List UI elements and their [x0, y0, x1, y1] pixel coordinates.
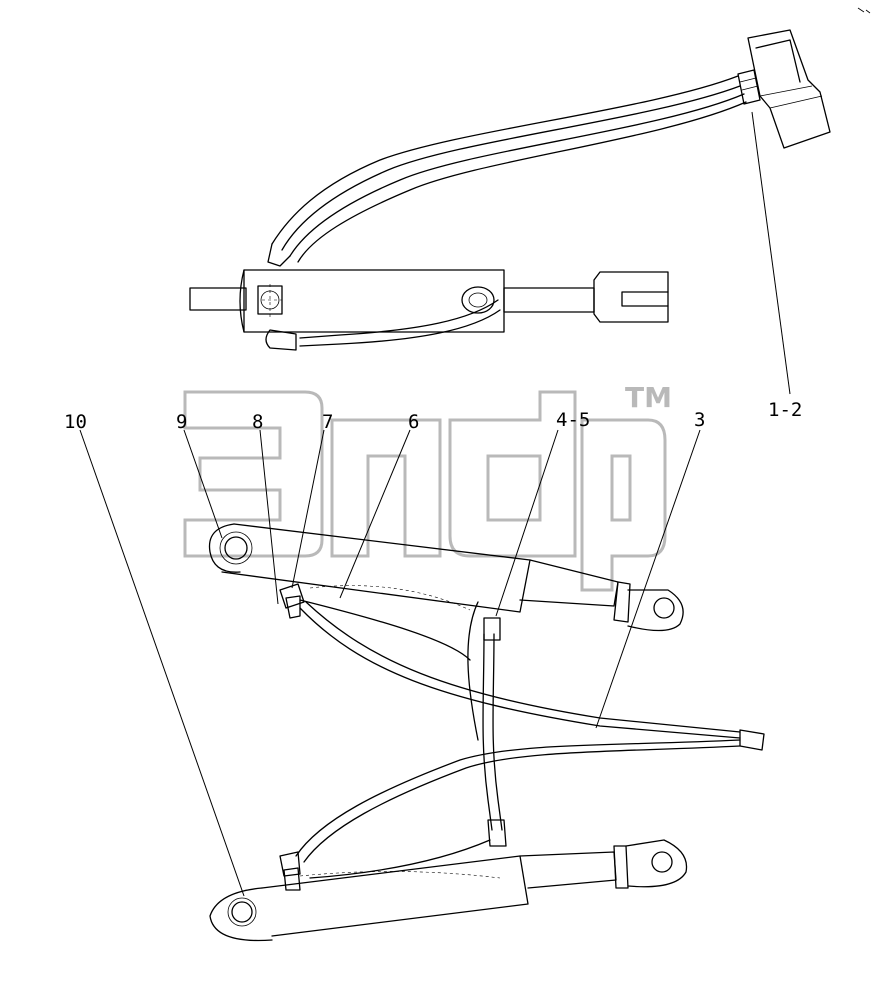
callout-7: 7 [322, 411, 333, 433]
valve-block [737, 29, 831, 149]
watermark-tm: TM [625, 381, 672, 414]
leader-3 [595, 429, 701, 729]
leader-lines [79, 111, 791, 897]
bottom-assembly [208, 523, 765, 942]
bottom-hoses [279, 583, 765, 891]
leader-9 [183, 429, 223, 539]
top-hoses [265, 75, 747, 351]
callout-1-2: 1-2 [768, 399, 802, 421]
leader-7 [291, 429, 325, 589]
watermark-logo: TM [183, 381, 672, 592]
leader-8 [259, 429, 279, 605]
leader-6 [339, 429, 411, 599]
callout-4-5: 4-5 [556, 409, 590, 431]
callout-8: 8 [252, 411, 263, 433]
upper-cylinder [208, 523, 684, 632]
callouts: 1-2 3 4-5 6 7 8 9 10 [64, 399, 802, 433]
leader-4-5 [495, 429, 559, 617]
callout-6: 6 [408, 411, 419, 433]
corner-mark [857, 7, 871, 14]
top-cylinder [189, 269, 669, 333]
leader-10 [79, 429, 245, 897]
callout-3: 3 [694, 409, 705, 431]
top-assembly [189, 29, 831, 351]
lower-cylinder [209, 839, 688, 942]
leader-1-2 [751, 111, 791, 395]
callout-9: 9 [176, 411, 187, 433]
callout-10: 10 [64, 411, 87, 433]
